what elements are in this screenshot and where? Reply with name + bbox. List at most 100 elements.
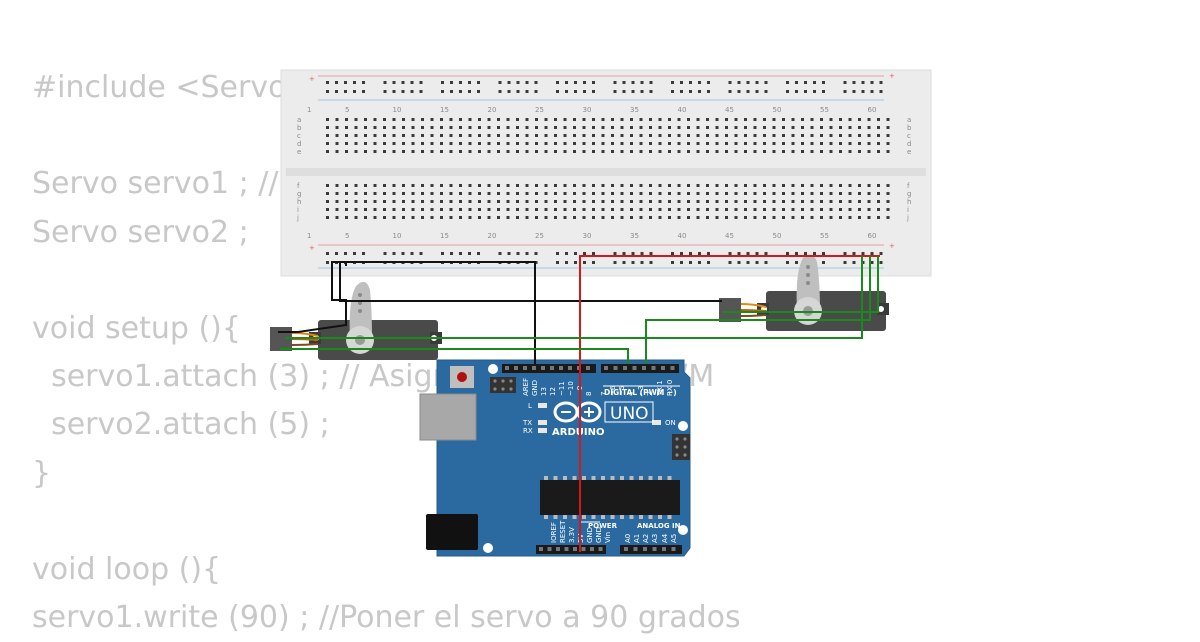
row-label: i [907,206,909,214]
signal-wire-servo2 [645,256,871,364]
digital-pin-label: 8 [585,392,593,396]
column-label: 55 [820,232,829,240]
column-label: 30 [583,232,592,240]
code-line: void loop (){ [32,551,222,587]
digital-pin-label: ~5 [618,386,626,396]
column-label: 20 [488,106,497,114]
led-label-tx: TX [522,419,532,427]
column-label: 35 [630,232,639,240]
model-label: UNO [610,404,649,424]
analog-pin-label: A5 [670,534,678,543]
power-pin-label: RESET [559,520,567,543]
analog-in-label: ANALOG IN [637,522,681,530]
row-label: c [907,132,911,140]
ground-wire-2 [339,262,722,302]
digital-pin-label: 13 [540,387,548,396]
rail-plus-label-right: + [889,72,895,80]
digital-pin-label: ~11 [558,381,566,396]
power-pin-label: 3.3V [568,527,576,543]
rail-plus-label-bottom-right: + [889,242,895,250]
code-line: servo1.write (90) ; //Poner el servo a 9… [32,600,741,636]
digital-pin-label: ~10 [567,381,575,396]
digital-pin-label: ~6 [609,385,617,396]
row-label: i [297,206,299,214]
digital-pin-label: 2 [646,392,654,396]
power-pin-label: Vin [604,532,612,543]
digital-pin-label: GND [531,380,539,396]
power-wire-5v [579,255,880,552]
column-label: 60 [868,106,877,114]
column-label: 25 [535,232,544,240]
column-label: 45 [725,232,734,240]
digital-pin-label: 7 [600,392,608,396]
column-label: 5 [345,106,349,114]
digital-header[interactable] [505,366,675,370]
power-pin-label: GND [595,527,603,543]
digital-pin-label: AREF [522,378,530,396]
digital-pin-label: 12 [549,387,557,396]
column-label: 40 [678,106,687,114]
column-label: 50 [773,232,782,240]
column-label: 1 [307,106,311,114]
signal-wire-servo1 [280,348,629,364]
column-label: 20 [488,232,497,240]
atmega-chip [540,480,680,515]
column-label: 50 [773,106,782,114]
power-analog-header[interactable] [539,547,676,551]
code-line: Servo servo1 ; // [32,166,279,202]
analog-pin-label: A3 [651,534,659,543]
column-label: 10 [393,106,402,114]
code-line: Servo servo2 ; [32,214,249,250]
analog-pin-label: A2 [642,534,650,543]
column-label: 40 [678,232,687,240]
power-jack [426,514,478,550]
column-label: 55 [820,106,829,114]
column-label: 15 [440,232,449,240]
breadboard[interactable]: + + + + 11551010151520202525303035354040… [280,69,932,277]
row-label: h [907,198,911,206]
row-label: e [907,148,911,156]
row-label: j [296,214,299,222]
breadboard-labels: 1155101015152020252530303535404045455050… [296,106,912,240]
code-line: } [32,455,52,491]
signal-wire-servo2-aux [722,256,879,313]
brand-label: ARDUINO [552,427,604,438]
analog-pin-label: A0 [624,534,632,543]
power-pin-label: IOREF [550,522,558,543]
row-label: b [907,124,912,132]
column-label: 45 [725,106,734,114]
digital-pin-label: 4 [627,391,635,396]
row-label: h [297,198,301,206]
row-label: g [297,190,301,198]
breadboard-holes [326,81,890,264]
digital-pwm-label: DIGITAL (PWM ~) [604,388,677,397]
code-line: void setup (){ [32,310,241,346]
column-label: 60 [868,232,877,240]
column-label: 30 [583,106,592,114]
power-label: POWER [588,522,618,530]
rail-plus-label: + [309,75,315,83]
row-label: f [297,182,300,190]
column-label: 35 [630,106,639,114]
row-label: e [297,148,301,156]
column-label: 10 [393,232,402,240]
row-label: a [907,116,911,124]
column-label: 1 [307,232,311,240]
digital-pin-label: RX 0 [666,380,674,396]
signal-wire-servo1-route [285,256,863,339]
row-label: b [297,124,302,132]
digital-pin-label: ~3 [637,386,645,396]
led-label-l: L [528,402,532,410]
row-label: j [906,214,909,222]
row-label: d [297,140,301,148]
wires[interactable] [278,255,880,552]
on-led-label: ON [665,419,676,427]
led-label-rx: RX [523,427,533,435]
row-label: g [907,190,911,198]
row-label: f [907,182,910,190]
column-label: 15 [440,106,449,114]
row-label: c [297,132,301,140]
rail-plus-label-bottom: + [309,244,315,252]
